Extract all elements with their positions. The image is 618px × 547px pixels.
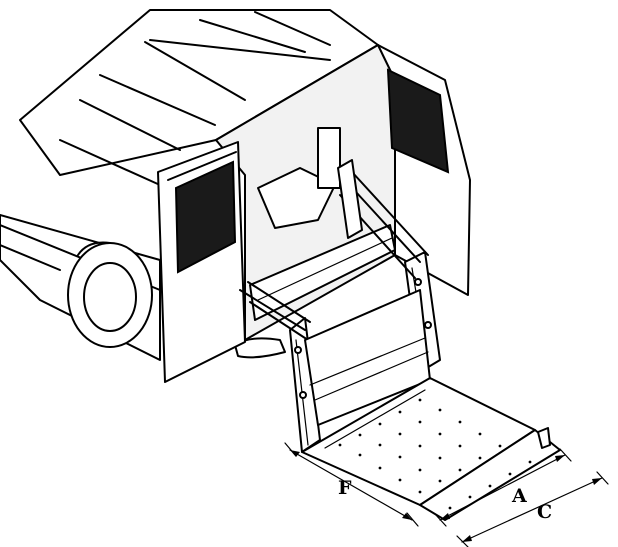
platform-dots: [338, 398, 532, 510]
lift-left-upright: [289, 317, 321, 453]
dimension-label-c: C: [537, 501, 552, 523]
right-rear-door: [377, 44, 471, 296]
dimension-a: [434, 448, 572, 527]
van-interior: [215, 44, 396, 359]
dimension-c: [456, 471, 609, 547]
lift-platform: [301, 377, 561, 521]
left-rear-door: [157, 141, 246, 383]
dimension-f: [284, 442, 419, 527]
lift-arms: [239, 159, 429, 341]
dimension-label-f: F: [338, 477, 352, 499]
dimension-label-a: A: [511, 485, 527, 507]
rear-wheel: [67, 241, 153, 348]
